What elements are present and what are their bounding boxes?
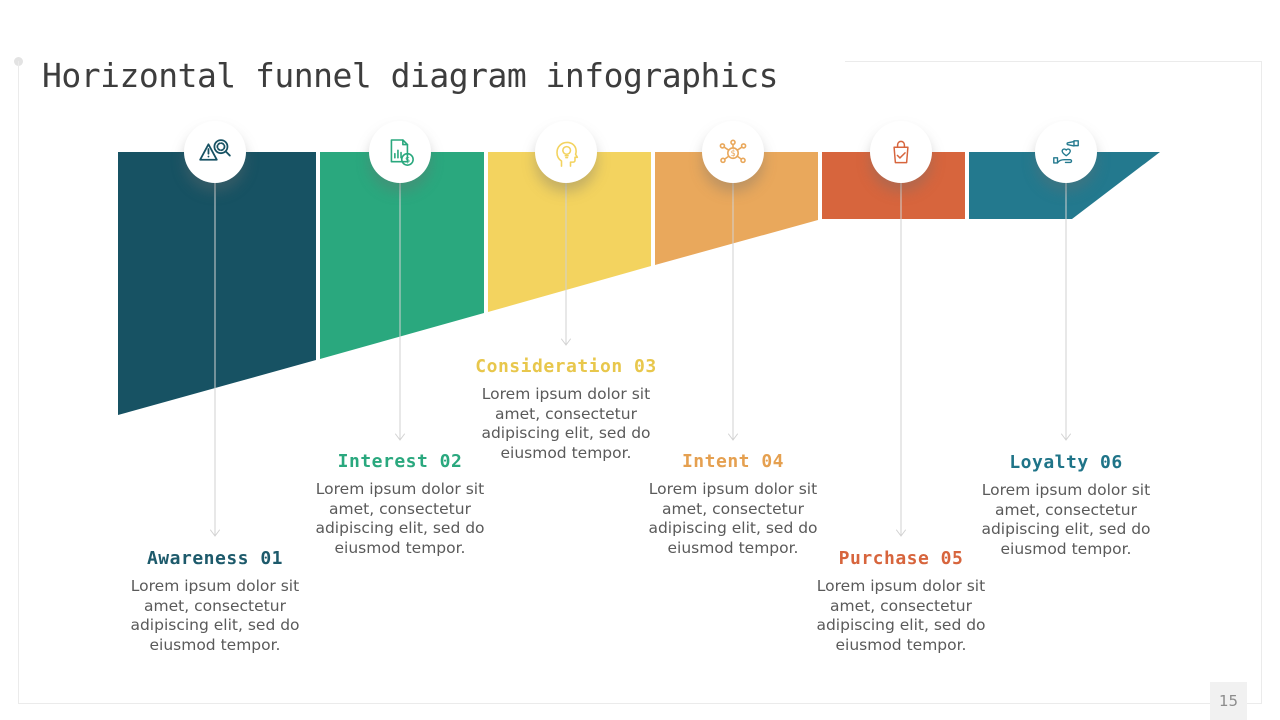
funnel-segment-intent	[655, 152, 818, 265]
funnel-segment-loyalty	[969, 152, 1160, 219]
stage-circle-intent: $	[702, 121, 764, 183]
stage-heading-interest: Interest 02	[337, 451, 463, 472]
svg-text:$: $	[405, 156, 410, 166]
stage-description-awareness: Lorem ipsum dolor sit amet, consectetur …	[130, 577, 300, 654]
connector-lines	[210, 182, 1071, 537]
shopping-bag-check-icon	[893, 140, 909, 164]
alert-magnifier-icon	[199, 139, 231, 161]
stage-circle-interest: $	[369, 121, 431, 183]
mind-idea-icon	[556, 141, 579, 167]
connector-loyalty	[1061, 182, 1071, 441]
network-money-icon: $	[719, 139, 747, 164]
connector-consideration	[561, 182, 571, 346]
stage-circle-consideration	[535, 121, 597, 183]
connector-interest	[395, 182, 405, 441]
stage-description-interest: Lorem ipsum dolor sit amet, consectetur …	[315, 480, 485, 557]
stage-circle-purchase	[870, 121, 932, 183]
stage-text-loyalty: Loyalty 06 Lorem ipsum dolor sit amet, c…	[956, 452, 1176, 559]
connector-intent	[728, 182, 738, 441]
stage-description-loyalty: Lorem ipsum dolor sit amet, consectetur …	[981, 481, 1151, 558]
funnel-segment-interest	[320, 152, 484, 359]
report-money-icon: $	[390, 139, 414, 166]
stage-heading-consideration: Consideration 03	[475, 356, 657, 377]
frame-bottom-line	[18, 703, 1262, 704]
stage-text-consideration: Consideration 03 Lorem ipsum dolor sit a…	[456, 356, 676, 463]
stage-heading-purchase: Purchase 05	[838, 548, 964, 569]
stage-text-interest: Interest 02 Lorem ipsum dolor sit amet, …	[290, 451, 510, 558]
frame-top-right-line	[845, 61, 1262, 62]
connector-purchase	[896, 182, 906, 537]
stage-text-purchase: Purchase 05 Lorem ipsum dolor sit amet, …	[791, 548, 1011, 655]
stage-description-purchase: Lorem ipsum dolor sit amet, consectetur …	[816, 577, 986, 654]
frame-left-line	[18, 61, 19, 703]
funnel-segment-awareness	[118, 152, 316, 415]
stage-text-awareness: Awareness 01 Lorem ipsum dolor sit amet,…	[105, 548, 325, 655]
caring-hands-icon	[1053, 140, 1079, 164]
stage-description-consideration: Lorem ipsum dolor sit amet, consectetur …	[481, 385, 651, 462]
stage-heading-intent: Intent 04	[681, 451, 785, 472]
stage-heading-awareness: Awareness 01	[146, 548, 284, 569]
page-number: 15	[1210, 682, 1247, 720]
page-title: Horizontal funnel diagram infographics	[42, 56, 778, 96]
stage-text-intent: Intent 04 Lorem ipsum dolor sit amet, co…	[623, 451, 843, 558]
stage-heading-loyalty: Loyalty 06	[1009, 452, 1123, 473]
frame-right-line	[1261, 61, 1262, 703]
funnel-segment-purchase	[822, 152, 965, 219]
connector-awareness	[210, 182, 220, 537]
stage-description-intent: Lorem ipsum dolor sit amet, consectetur …	[648, 480, 818, 557]
svg-text:$: $	[730, 148, 735, 158]
stage-circle-awareness	[184, 121, 246, 183]
stage-circle-loyalty	[1035, 121, 1097, 183]
funnel-segment-consideration	[488, 152, 651, 312]
